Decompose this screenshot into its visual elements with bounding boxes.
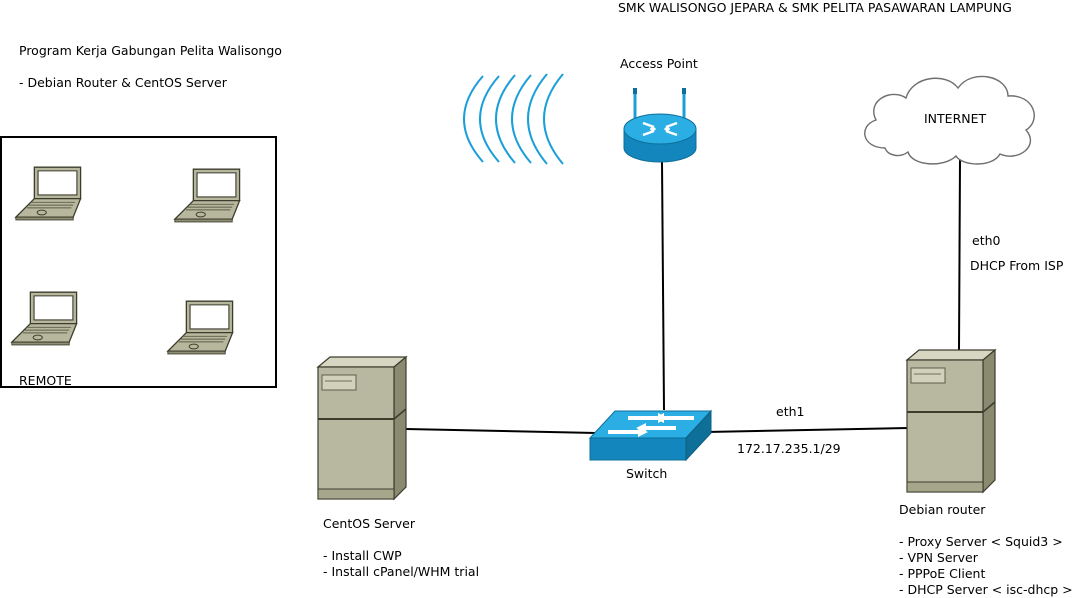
debian-item: - PPPoE Client [899,566,985,581]
switch-icon [588,409,713,462]
debian-label: Debian router [899,502,986,517]
connections [405,159,961,434]
debian-router: Debian router - Proxy Server < Squid3 > … [899,349,1073,597]
switch-label: Switch [626,466,667,481]
link-ap-switch [661,161,665,411]
access-point-label: Access Point [620,56,698,71]
remote-label: REMOTE [19,373,72,388]
centos-server: CentOS Server - Install CWP - Install cP… [317,356,479,579]
link-centos-switch [405,428,597,434]
program-title: Program Kerja Gabungan Pelita Walisongo [19,43,282,58]
eth0-label: eth0 [972,233,1001,248]
internet-label: INTERNET [924,111,987,126]
cloud-icon [864,75,1035,165]
laptop-icon [167,300,234,355]
server-icon [317,356,407,500]
eth1-label: eth1 [776,404,804,419]
diagram-title: SMK WALISONGO JEPARA & SMK PELITA PASAWA… [618,0,1012,15]
laptop-icon [174,168,241,223]
laptop-icon [11,291,78,346]
wifi-signal-icon [463,73,564,165]
debian-item: - VPN Server [899,550,979,565]
access-point: Access Point [620,56,698,163]
debian-item: - DHCP Server < isc-dhcp > [899,582,1073,597]
router-icon [623,88,697,163]
debian-item: - Proxy Server < Squid3 > [899,534,1063,549]
dhcp-isp-label: DHCP From ISP [970,258,1064,273]
link-internet-debian [958,159,961,351]
switch: Switch [588,409,713,481]
program-subtitle: - Debian Router & CentOS Server [19,75,228,90]
remote-box [0,136,277,388]
lan-address-label: 172.17.235.1/29 [737,441,841,456]
internet-cloud: INTERNET [864,75,1035,165]
centos-item: - Install cPanel/WHM trial [323,564,479,579]
centos-label: CentOS Server [323,516,416,531]
server-icon [906,349,996,493]
remote-group: REMOTE [0,136,277,388]
link-switch-debian [705,427,909,433]
laptop-icon [15,166,82,221]
centos-item: - Install CWP [323,548,402,563]
